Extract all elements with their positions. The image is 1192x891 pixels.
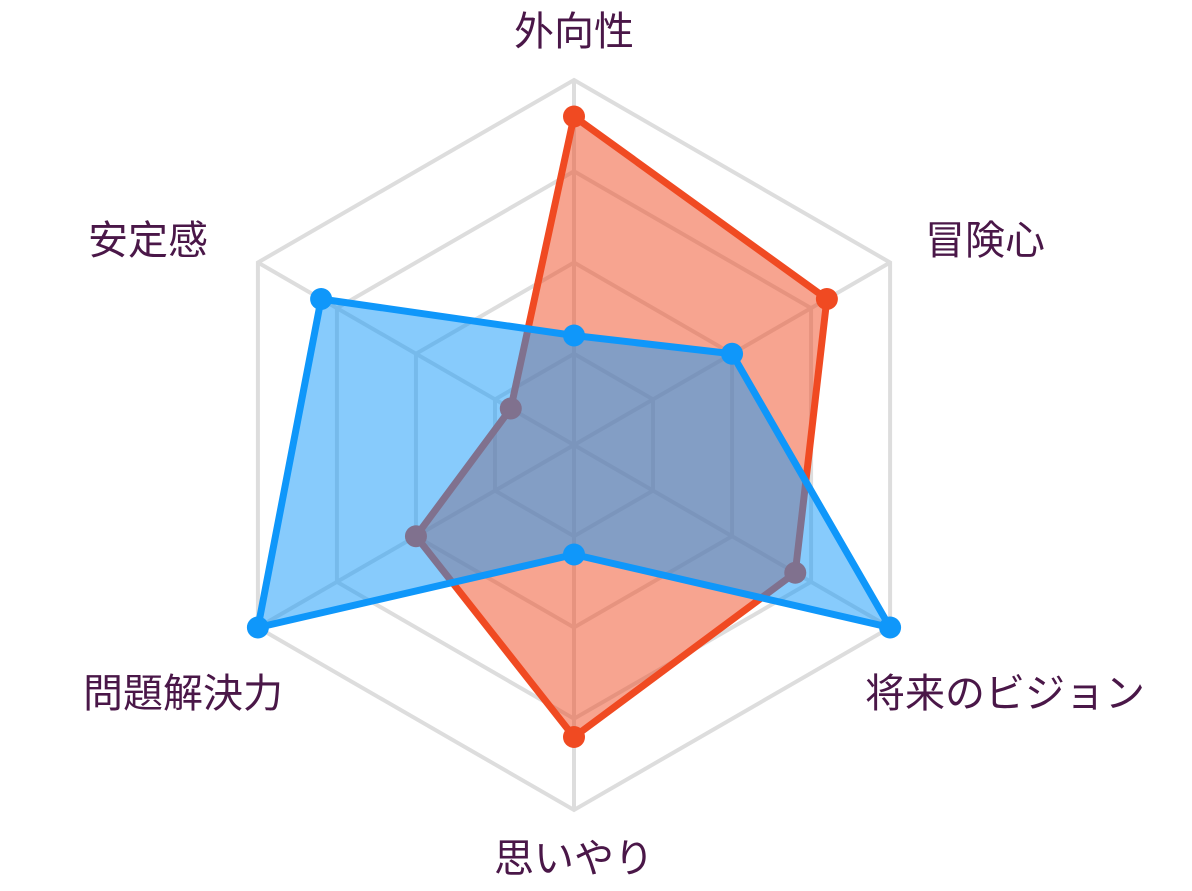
series-blue-point	[721, 342, 744, 365]
axis-label: 外向性	[514, 9, 634, 55]
axis-label: 思いやり	[494, 836, 654, 882]
series-red-point	[563, 726, 585, 748]
series-red-point	[563, 105, 585, 128]
series-blue-point	[563, 543, 585, 566]
series-blue-point	[563, 324, 585, 347]
axis-label: 問題解決力	[83, 671, 283, 717]
series-blue-point	[310, 288, 333, 310]
axis-label: 将来のビジョン	[865, 671, 1145, 717]
series-red-point	[815, 288, 838, 310]
axis-label: 冒険心	[925, 218, 1045, 264]
axis-label: 安定感	[88, 218, 208, 264]
series-blue-point	[879, 616, 902, 639]
series-blue-point	[246, 616, 269, 639]
